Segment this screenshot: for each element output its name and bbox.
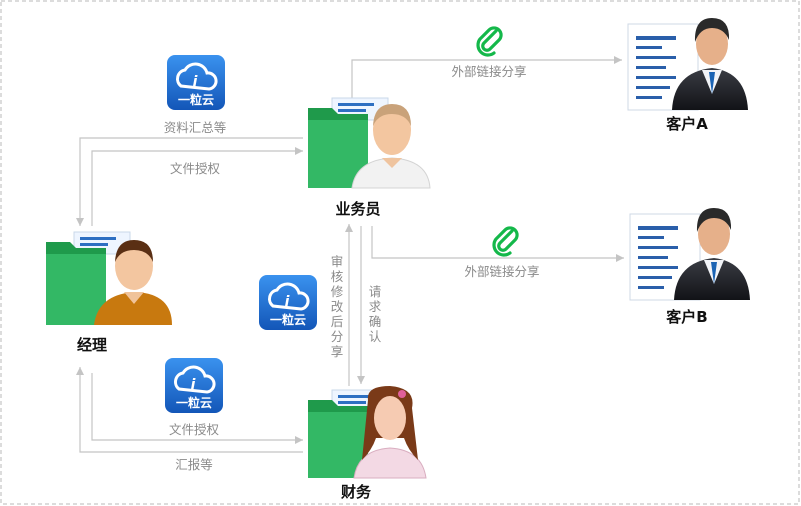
node-client-a xyxy=(627,18,748,111)
edge-label-share-b: 外部链接分享 xyxy=(464,264,539,279)
edge-auth-to-salesman xyxy=(91,147,303,226)
node-finance xyxy=(308,386,427,479)
node-label-manager: 经理 xyxy=(77,336,107,354)
node-client-b xyxy=(629,208,750,301)
cloud-badge-label: 一粒云 xyxy=(270,312,306,327)
folder-icon xyxy=(308,389,389,478)
link-share-icon xyxy=(492,226,519,257)
cloud-badge-label: 一粒云 xyxy=(178,92,214,107)
link-share-icon xyxy=(476,26,503,57)
salesman-avatar xyxy=(351,104,431,189)
edge-label-summary-up: 资料汇总等 xyxy=(164,120,227,135)
cloud-app-icon xyxy=(259,275,317,330)
cloud-app-icon xyxy=(165,358,223,413)
edge-report-up xyxy=(76,367,303,453)
svg-text:i: i xyxy=(191,377,196,393)
finance-avatar xyxy=(353,386,427,479)
cloud-badge-bottom: i 一粒云 xyxy=(165,358,223,413)
edge-label-report-up: 汇报等 xyxy=(175,457,213,472)
cloud-app-icon xyxy=(167,55,225,110)
node-label-finance: 财务 xyxy=(341,483,372,501)
node-salesman xyxy=(308,97,431,189)
businessman-avatar xyxy=(672,18,748,110)
businessman-avatar xyxy=(674,208,750,300)
cloud-badge-top: i 一粒云 xyxy=(167,55,225,110)
edge-share-b xyxy=(371,226,624,262)
node-label-salesman: 业务员 xyxy=(335,200,380,218)
svg-text:i: i xyxy=(285,294,290,310)
edge-label-request-confirm: 请求确认 xyxy=(369,284,382,344)
edge-label-share-a: 外部链接分享 xyxy=(451,64,526,79)
edge-label-auth-to-salesman: 文件授权 xyxy=(170,161,221,176)
folder-icon xyxy=(46,231,131,325)
node-label-client-b: 客户B xyxy=(665,308,707,326)
edge-label-review-share: 审核修改后分享 xyxy=(331,254,344,359)
cloud-badge-middle: i 一粒云 xyxy=(259,275,317,330)
cloud-badge-label: 一粒云 xyxy=(176,395,212,410)
edge-label-auth-to-finance: 文件授权 xyxy=(169,422,220,437)
node-manager xyxy=(46,231,172,325)
manager-avatar xyxy=(94,240,172,325)
node-label-client-a: 客户A xyxy=(665,115,708,133)
edge-summary-up xyxy=(76,137,303,226)
svg-text:i: i xyxy=(193,74,198,90)
edge-auth-to-finance xyxy=(91,373,303,444)
edge-share-a xyxy=(351,56,622,106)
